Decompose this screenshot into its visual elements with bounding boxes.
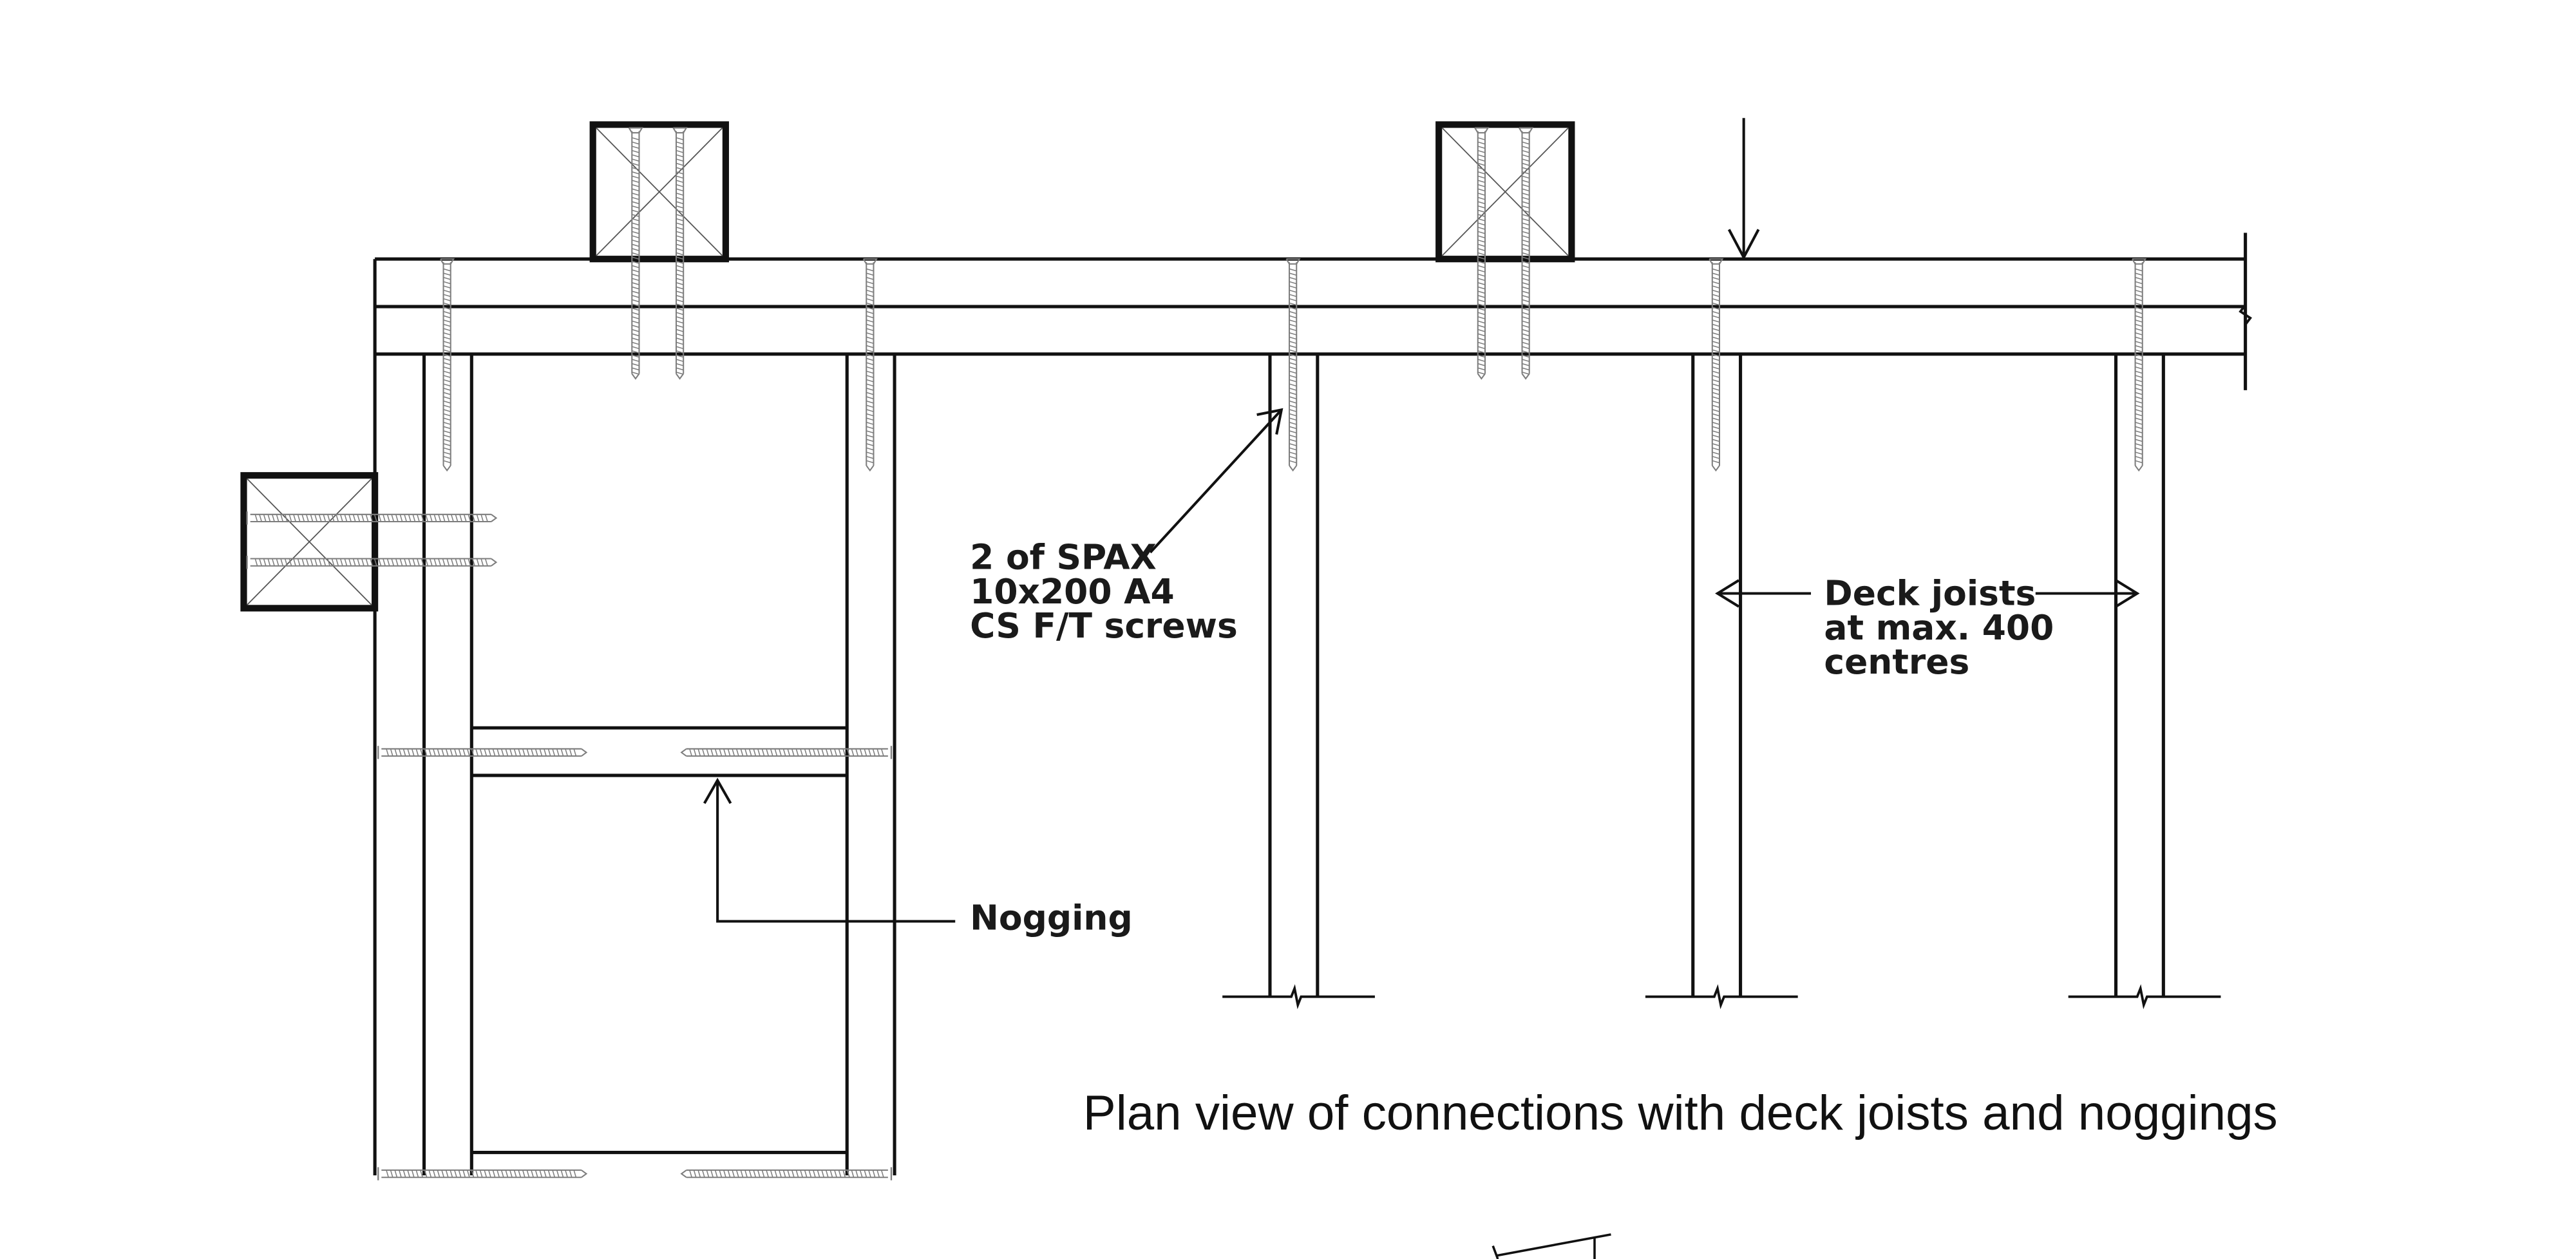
screw <box>246 511 498 525</box>
screw <box>377 1167 588 1180</box>
screw-label-line-2: 10x200 A4 <box>970 571 1175 612</box>
post-left <box>240 472 379 612</box>
post-top-left <box>589 121 729 263</box>
screw-label: 2 of SPAX 10x200 A4 CS F/T screws <box>970 536 1238 646</box>
screw-leader-arrow <box>1149 408 1283 554</box>
deck-joist-3 <box>2068 354 2221 1010</box>
post-top-middle <box>1435 121 1575 263</box>
joist-label-line-1: Deck joists <box>1824 573 2036 613</box>
joist-label: Deck joists at max. 400 centres <box>1824 573 2065 682</box>
screw <box>680 1167 893 1180</box>
screw <box>1285 258 1301 472</box>
screw <box>1519 127 1534 380</box>
screw-label-line-3: CS F/T screws <box>970 605 1238 646</box>
vertical-screws <box>440 127 2147 472</box>
inner-joist <box>845 354 896 1176</box>
screw <box>862 258 878 472</box>
joist-label-line-2: at max. 400 <box>1824 607 2054 648</box>
screw <box>377 746 588 759</box>
screw <box>672 127 688 380</box>
screw-label-line-1: 2 of SPAX <box>970 536 1157 577</box>
diagram-title: Plan view of connections with deck joist… <box>1083 1086 2278 1141</box>
horizontal-screws <box>246 511 893 1180</box>
screw <box>440 258 455 472</box>
left-edge-joist <box>373 259 473 1176</box>
nogging-upper <box>471 726 848 777</box>
joist-spacing-dimension <box>1715 579 2140 608</box>
screw <box>1474 127 1490 380</box>
screw <box>246 555 498 569</box>
screw <box>680 746 893 759</box>
nogging-leader-arrow <box>703 777 956 923</box>
screw <box>628 127 643 380</box>
next-detail-fragment <box>1492 1233 1611 1259</box>
screw <box>1709 258 1724 472</box>
rim-pointer-arrow <box>1727 118 1760 261</box>
screw <box>2132 258 2147 472</box>
deck-joist-2 <box>1645 354 1798 1010</box>
deck-joist-1 <box>1222 354 1375 1010</box>
nogging-label: Nogging <box>970 897 1133 938</box>
joist-label-line-3: centres <box>1824 641 1969 682</box>
